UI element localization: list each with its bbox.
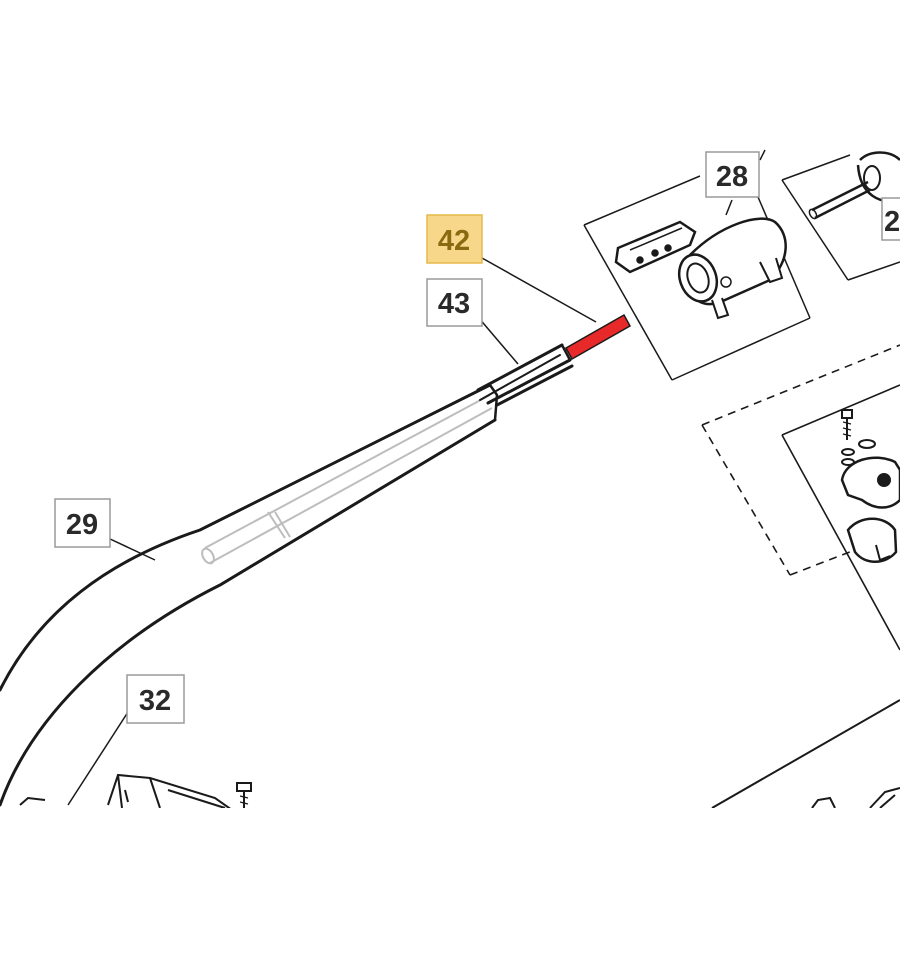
callout-32-box [126,674,185,724]
handlebar-tube [0,383,499,807]
inset-part-28 [583,149,811,381]
callout-32-label: 32 [139,685,171,717]
red-rod [564,313,632,361]
bottom-margin [0,808,900,962]
callout-42-label: 42 [438,225,470,257]
callout-42: 42 [426,214,483,264]
callout-28-label: 28 [716,161,748,193]
lower-right-parts [711,699,900,809]
cable-sleeve [476,343,574,407]
callout-2x-box [881,197,900,241]
callout-28-box [705,151,760,198]
callout-29-box [54,498,111,548]
callout-43: 43 [426,278,483,327]
leader-lines [67,199,733,806]
callout-43-box [426,278,483,327]
callout-29: 29 [54,498,111,548]
dashed-assembly-group [701,344,900,651]
callout-43-label: 43 [438,288,470,320]
inner-sheath [201,394,493,565]
callout-28: 28 [705,151,760,198]
callout-2x-label: 2 [884,206,900,238]
callout-32: 32 [126,674,185,724]
callout-42-box [426,214,483,264]
callout-29-label: 29 [66,509,98,541]
lower-left-bracket [19,773,252,811]
callout-2x: 2 [881,197,900,241]
